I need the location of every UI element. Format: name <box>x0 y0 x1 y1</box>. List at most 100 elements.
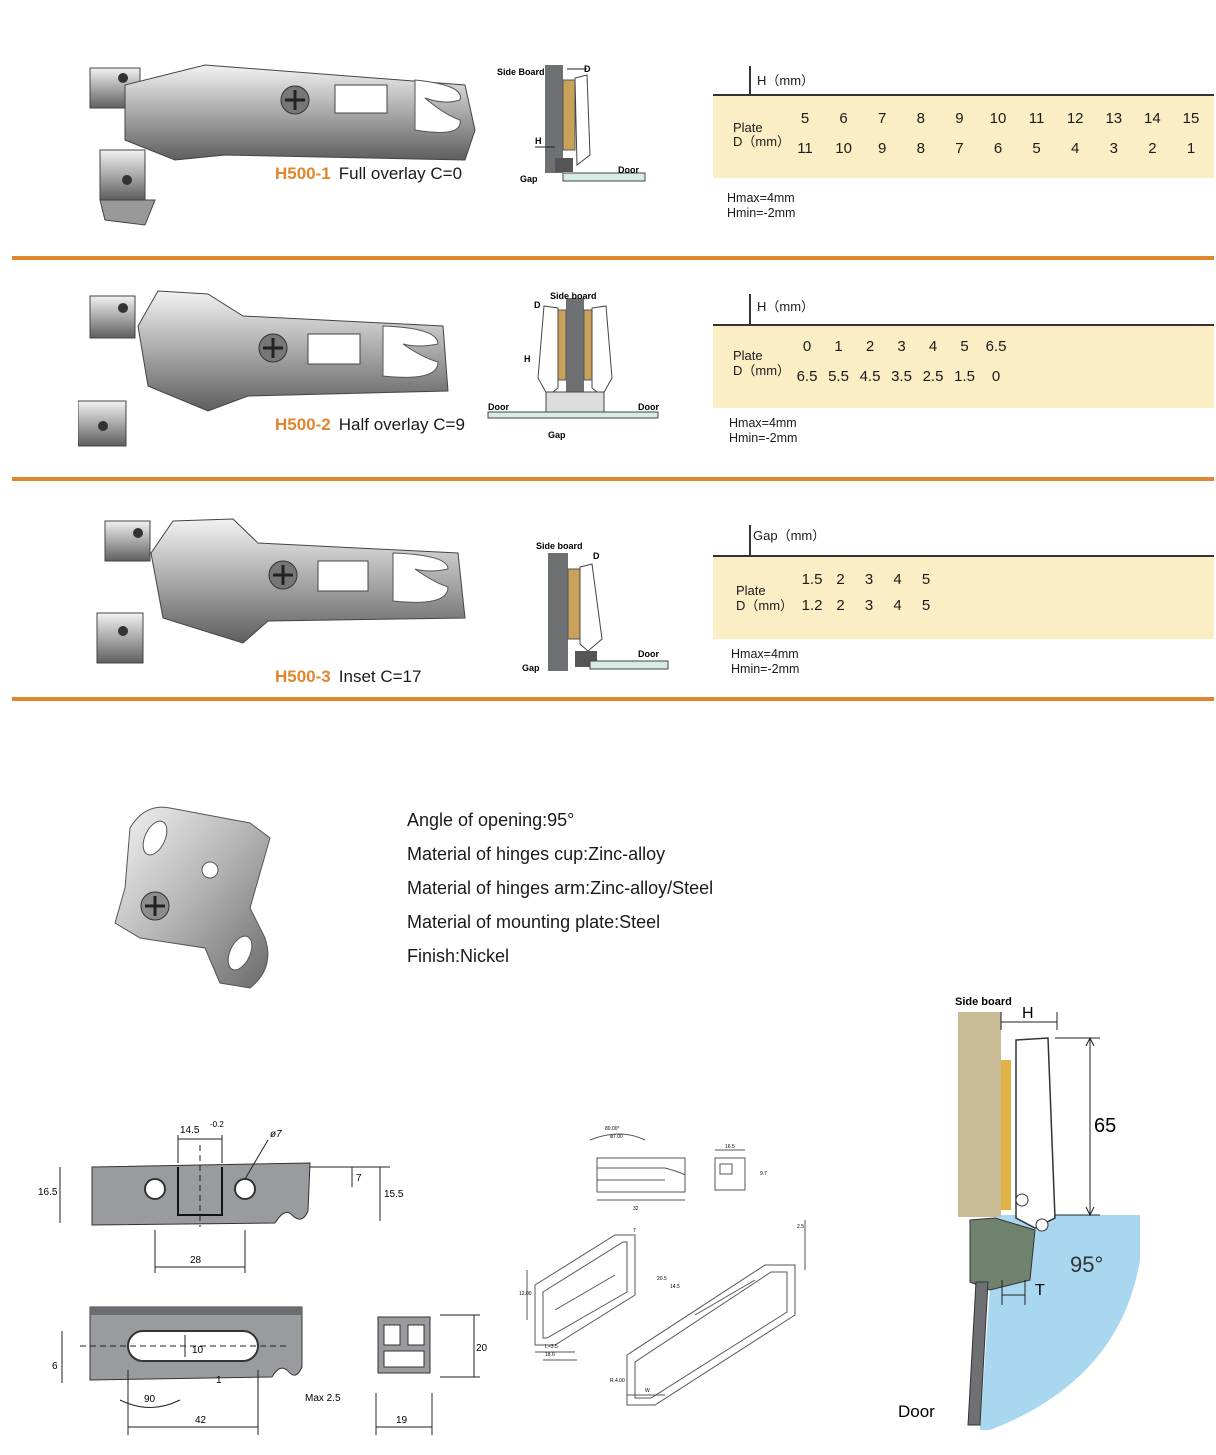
table-header-label: Gap（mm） <box>753 528 826 543</box>
table-cell: 10 <box>835 140 852 157</box>
h-min-note: Hmin=-2mm <box>727 206 796 220</box>
model-code: H500-3 <box>275 667 331 686</box>
channel-20-5-label: 20.5 <box>657 1276 667 1282</box>
height-7-label: 7 <box>356 1173 362 1184</box>
spec-cup-material: Material of hinges cup:Zinc-alloy <box>407 844 666 864</box>
height-15-5-label: 15.5 <box>384 1189 404 1200</box>
door-label: Door <box>898 1402 935 1421</box>
table-cell: 8 <box>916 110 925 127</box>
door-label-right: Door <box>638 402 659 412</box>
spec-arm-material: Material of hinges arm:Zinc-alloy/Steel <box>407 878 714 898</box>
door-label-left: Door <box>488 402 509 412</box>
channel-2-5-label: 2.5 <box>797 1224 804 1230</box>
table-cell: 3 <box>864 571 874 588</box>
table-cell: 5 <box>921 571 931 588</box>
h-min-note: Hmin=-2mm <box>731 662 800 676</box>
gap-label: Gap <box>548 430 566 440</box>
channel-radius-label: R.4.00 <box>610 1378 625 1384</box>
model-desc: Half overlay C=9 <box>338 415 465 434</box>
channel-w-label: W <box>645 1388 650 1394</box>
channel-9-7-label: 9.7 <box>760 1171 767 1177</box>
rail-dimension-drawing-top: 14.5 -0.2 ø7 16.5 7 15.5 28 <box>38 1120 404 1273</box>
table-cell: 1.2 <box>801 597 823 614</box>
table-cell: 2 <box>1148 140 1157 157</box>
table-cell: 6.5 <box>985 338 1007 355</box>
width-19-label: 19 <box>396 1415 408 1426</box>
t-label: T <box>1035 1282 1045 1299</box>
table-cell: 11 <box>1028 110 1045 127</box>
h-min-note: Hmin=-2mm <box>729 431 798 445</box>
angle-label: 95° <box>1070 1252 1103 1277</box>
table-cell: 3 <box>1109 140 1118 157</box>
hinge-caption: H500-2 Half overlay C=9 <box>275 415 465 435</box>
side-board-label: Side board <box>536 541 583 551</box>
channel-18-6-label: 18.6 <box>545 1352 555 1358</box>
table-cell: 3 <box>897 338 906 355</box>
table-cell: 8 <box>916 140 925 157</box>
one-label: 1 <box>216 1375 222 1386</box>
row-label-d: D（mm） <box>733 134 791 149</box>
table-cell: 9 <box>878 140 887 157</box>
channel-32-label: 32 <box>633 1206 639 1212</box>
table-cell: 3.5 <box>891 368 912 385</box>
section-divider <box>12 477 1214 481</box>
table-cell: 1.5 <box>801 571 823 588</box>
table-cell: 4 <box>928 338 938 355</box>
channel-l-label: L=3.5 <box>545 1344 558 1350</box>
table-cell: 14 <box>1144 110 1161 127</box>
table-body: Plate D（mm） 5678910111213141516111098765… <box>713 96 1214 178</box>
door-label: Door <box>638 649 659 659</box>
table-cell: 4 <box>1071 140 1080 157</box>
h-label: H <box>1022 1005 1034 1022</box>
h-label: H <box>535 136 542 146</box>
table-cell: 6 <box>993 140 1003 157</box>
h-max-note: Hmax=4mm <box>727 191 795 205</box>
overlay-diagram: Side board D H Gap Door Door <box>487 291 659 440</box>
width-14-5-label: 14.5 <box>180 1125 200 1136</box>
row-label-plate: Plate <box>733 120 763 135</box>
table-cell: 1.5 <box>954 368 975 385</box>
mounting-plate-photo <box>114 806 271 989</box>
table-header: H（mm） <box>713 288 1214 326</box>
length-42-label: 42 <box>195 1415 207 1426</box>
section-h500-3: H500-3 Inset C=17 Side board D Gap Door G… <box>0 481 1216 699</box>
table-header-label: H（mm） <box>757 73 815 88</box>
height-16-5-label: 16.5 <box>38 1187 58 1198</box>
table-cell: 5.5 <box>828 368 849 385</box>
table-header: H（mm） <box>713 62 1214 96</box>
side-board-label: Side Board <box>497 67 545 77</box>
model-desc: Inset C=17 <box>338 667 422 686</box>
table-cell: 15 <box>1182 110 1200 127</box>
section-h500-2: H500-2 Half overlay C=9 Side board D H Ga… <box>0 260 1216 478</box>
table-cell: 13 <box>1105 110 1123 127</box>
channel-12-label: 12.00 <box>519 1291 532 1297</box>
hinge-caption: H500-3 Inset C=17 <box>275 667 421 687</box>
channel-14-5-label: 14.5 <box>670 1284 680 1290</box>
table-cell: 2.5 <box>922 368 944 385</box>
row-label-plate: Plate <box>736 583 766 598</box>
slot-dimension-drawing-bottom: 10 6 1 90 42 Max 2.5 19 20 <box>52 1306 488 1435</box>
table-cell: 5 <box>921 597 931 614</box>
model-code: H500-2 <box>275 415 331 434</box>
table-cell: 5 <box>1032 140 1041 157</box>
diameter-label: ø7 <box>270 1129 282 1140</box>
spec-angle: Angle of opening:95° <box>407 810 575 830</box>
inset-diagram: Side board D Gap Door <box>522 541 669 673</box>
d-label: D <box>584 64 591 74</box>
section-divider <box>12 697 1214 701</box>
channel-profile-drawing: 80.00° ø7.00 16.5 9.7 32 12.00 7 18.6 L=… <box>519 1126 806 1406</box>
table-cell: 6 <box>839 110 848 127</box>
table-cell: 12 <box>1066 110 1084 127</box>
table-cell: 11 <box>797 140 813 157</box>
row-label-plate: Plate <box>733 348 763 363</box>
table-cell: 6.5 <box>796 368 818 385</box>
h-max-note: Hmax=4mm <box>731 647 799 661</box>
table-cell: 9 <box>955 110 964 127</box>
spacing-28-label: 28 <box>190 1255 202 1266</box>
h-max-note: Hmax=4mm <box>729 416 797 430</box>
spec-plate-material: Material of mounting plate:Steel <box>407 912 661 932</box>
table-cell: 10 <box>989 110 1007 127</box>
